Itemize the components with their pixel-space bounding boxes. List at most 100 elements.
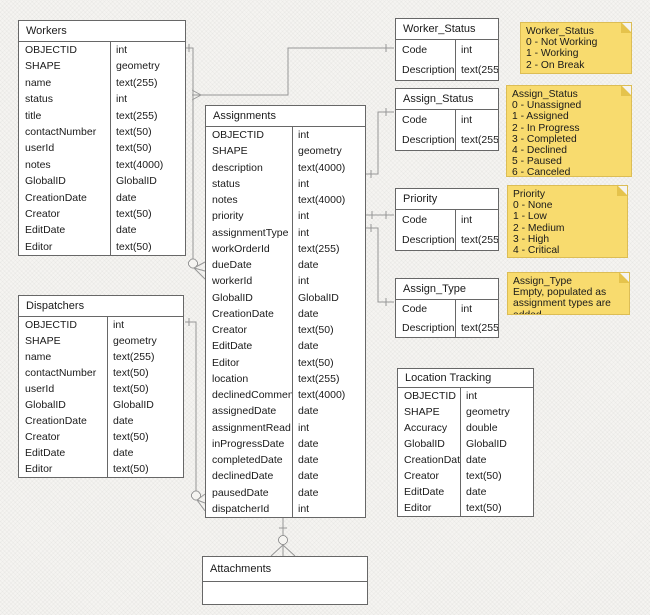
field-name: name xyxy=(25,76,52,89)
field-type: text(50) xyxy=(110,140,185,157)
field-type: text(255) xyxy=(110,74,185,92)
note-line: 0 - Not Working xyxy=(526,37,598,49)
field-type: int xyxy=(110,91,185,108)
field-name: assignedDate xyxy=(212,405,277,418)
connector-assignments-priority[interactable] xyxy=(366,211,394,219)
table-attachments[interactable]: Attachments xyxy=(202,556,368,605)
field-type: date xyxy=(292,484,365,501)
field-name: EditDate xyxy=(404,486,445,498)
field-type: text(50) xyxy=(460,500,533,516)
field-type: text(4000) xyxy=(292,387,365,404)
note-line: 2 - In Progress xyxy=(512,122,580,134)
table-assign-status[interactable]: Assign_Status CodeintDescriptiontext(255… xyxy=(395,88,499,151)
table-title: Worker_Status xyxy=(396,19,498,40)
field-name: location xyxy=(212,372,249,385)
field-name: Code xyxy=(402,44,428,56)
field-type: text(255) xyxy=(455,230,498,250)
field-name: title xyxy=(25,109,42,122)
cardinality-zero-circle xyxy=(188,258,198,269)
field-type: text(255) xyxy=(455,60,498,80)
attachments-empty-row xyxy=(203,582,367,604)
field-type: int xyxy=(292,208,365,225)
note-line: Assign_Type xyxy=(513,276,572,287)
field-name: notes xyxy=(212,194,238,206)
table-worker-status[interactable]: Worker_Status CodeintDescriptiontext(255… xyxy=(395,18,499,81)
field-name: EditDate xyxy=(25,224,66,237)
connector-assignments-attachments[interactable] xyxy=(270,516,296,557)
field-type: date xyxy=(292,338,365,355)
field-name: OBJECTID xyxy=(25,319,77,331)
field-name: completedDate xyxy=(212,454,283,466)
field-type: int xyxy=(455,110,498,130)
field-name: Code xyxy=(402,114,428,126)
connector-dispatchers-assignments[interactable] xyxy=(185,318,206,512)
field-type: text(255) xyxy=(107,349,183,365)
table-title: Attachments xyxy=(203,557,367,582)
field-type: GlobalID xyxy=(107,397,183,413)
table-title: Location Tracking xyxy=(398,369,533,388)
field-type: geometry xyxy=(107,333,183,349)
field-name: OBJECTID xyxy=(25,44,77,56)
note-line: 1 - Assigned xyxy=(512,111,569,123)
note-fold-icon xyxy=(621,23,631,33)
field-name: declinedDate xyxy=(212,470,274,483)
field-name: pausedDate xyxy=(212,486,269,499)
field-type: text(50) xyxy=(110,123,185,141)
connector-workers-workerstatus[interactable] xyxy=(191,44,394,101)
field-name: userId xyxy=(25,142,55,155)
field-name: Editor xyxy=(25,240,53,253)
field-type: GlobalID xyxy=(110,173,185,190)
field-name: CreationDate xyxy=(25,191,87,204)
field-name: Description xyxy=(402,234,455,246)
field-name: name xyxy=(25,351,52,363)
connector-assignments-assignstatus[interactable] xyxy=(366,108,394,178)
connector-workers-assignments[interactable] xyxy=(186,44,206,280)
field-name: contactNumber xyxy=(25,367,97,379)
field-type: int xyxy=(292,127,365,144)
field-name: Creator xyxy=(25,431,61,443)
field-name: inProgressDate xyxy=(212,437,285,450)
connector-assignments-assigntype[interactable] xyxy=(366,224,394,306)
field-type: int xyxy=(455,210,498,230)
field-type: text(50) xyxy=(107,429,183,445)
field-type: int xyxy=(292,224,365,241)
field-type: geometry xyxy=(460,404,533,420)
field-type: date xyxy=(292,257,365,274)
